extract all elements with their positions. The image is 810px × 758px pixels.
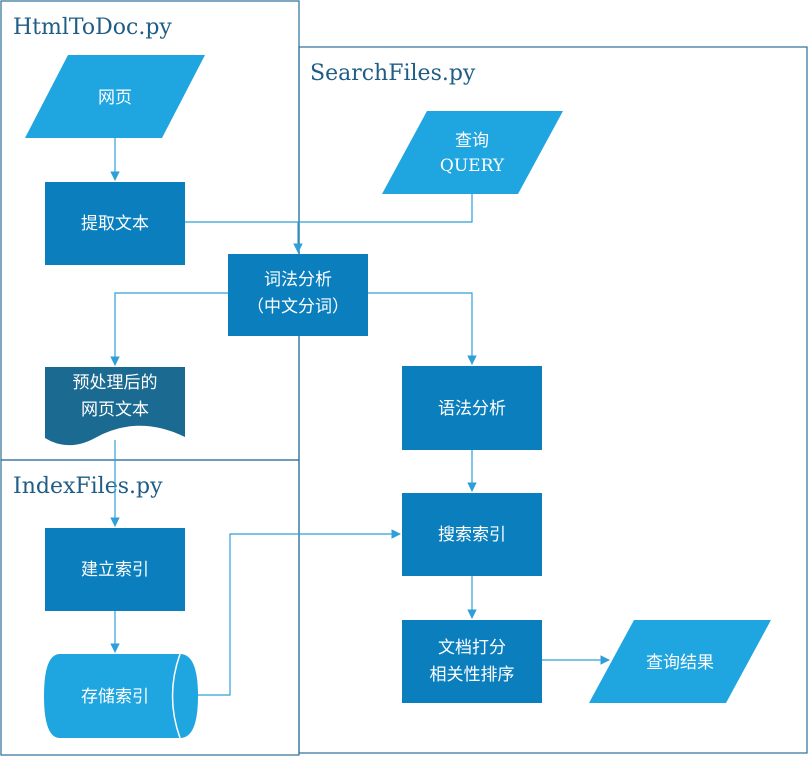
query-result-label: 查询结果 [646, 653, 714, 673]
processed-text-node: 预处理后的 网页文本 [45, 367, 185, 446]
build-index-node: 建立索引 [45, 528, 185, 611]
build-index-label: 建立索引 [81, 560, 149, 580]
query-line-2: QUERY [440, 156, 505, 176]
score-rank-node: 文档打分 相关性排序 [402, 620, 542, 703]
web-page-node: 网页 [25, 55, 205, 138]
syntax-analysis-label: 语法分析 [438, 399, 506, 419]
syntax-analysis-node: 语法分析 [402, 366, 542, 450]
edge-lexical-analysis-to-syntax-analysis [368, 292, 477, 365]
extract-text-node: 提取文本 [45, 182, 185, 265]
processed-text-line-1: 预处理后的 [73, 373, 158, 393]
query-node: 查询 QUERY [382, 111, 563, 194]
store-index-label: 存储索引 [81, 687, 149, 707]
edge-query-to-lexical-analysis [298, 194, 473, 223]
extract-text-label: 提取文本 [81, 214, 149, 234]
edge-extract-text-to-lexical-analysis [185, 221, 303, 253]
score-rank-line-2: 相关性排序 [430, 665, 515, 685]
store-index-node: 存储索引 [44, 653, 198, 739]
edge-store-index-to-search-index [192, 529, 401, 696]
search-files-title: SearchFiles.py [310, 61, 476, 86]
nodes: 网页 提取文本 词法分析 （中文分词） 预处理后的 网页文本 查询 QUERY [25, 55, 771, 739]
processed-text-line-2: 网页文本 [81, 400, 149, 420]
connectors [110, 138, 610, 696]
score-rank-line-1: 文档打分 [438, 638, 506, 658]
query-result-node: 查询结果 [589, 620, 771, 703]
edge-lexical-analysis-to-processed-text [110, 292, 228, 366]
search-index-node: 搜索索引 [402, 493, 542, 576]
lexical-analysis-line-1: 词法分析 [264, 270, 332, 290]
html-to-doc-title: HtmlToDoc.py [13, 15, 172, 40]
index-files-title: IndexFiles.py [13, 474, 163, 499]
lexical-analysis-line-2: （中文分词） [247, 297, 349, 317]
lexical-analysis-node: 词法分析 （中文分词） [228, 254, 368, 336]
index-files-frame [0, 459, 300, 756]
web-page-label: 网页 [98, 88, 132, 108]
search-index-label: 搜索索引 [438, 525, 506, 545]
query-line-1: 查询 [455, 131, 489, 151]
